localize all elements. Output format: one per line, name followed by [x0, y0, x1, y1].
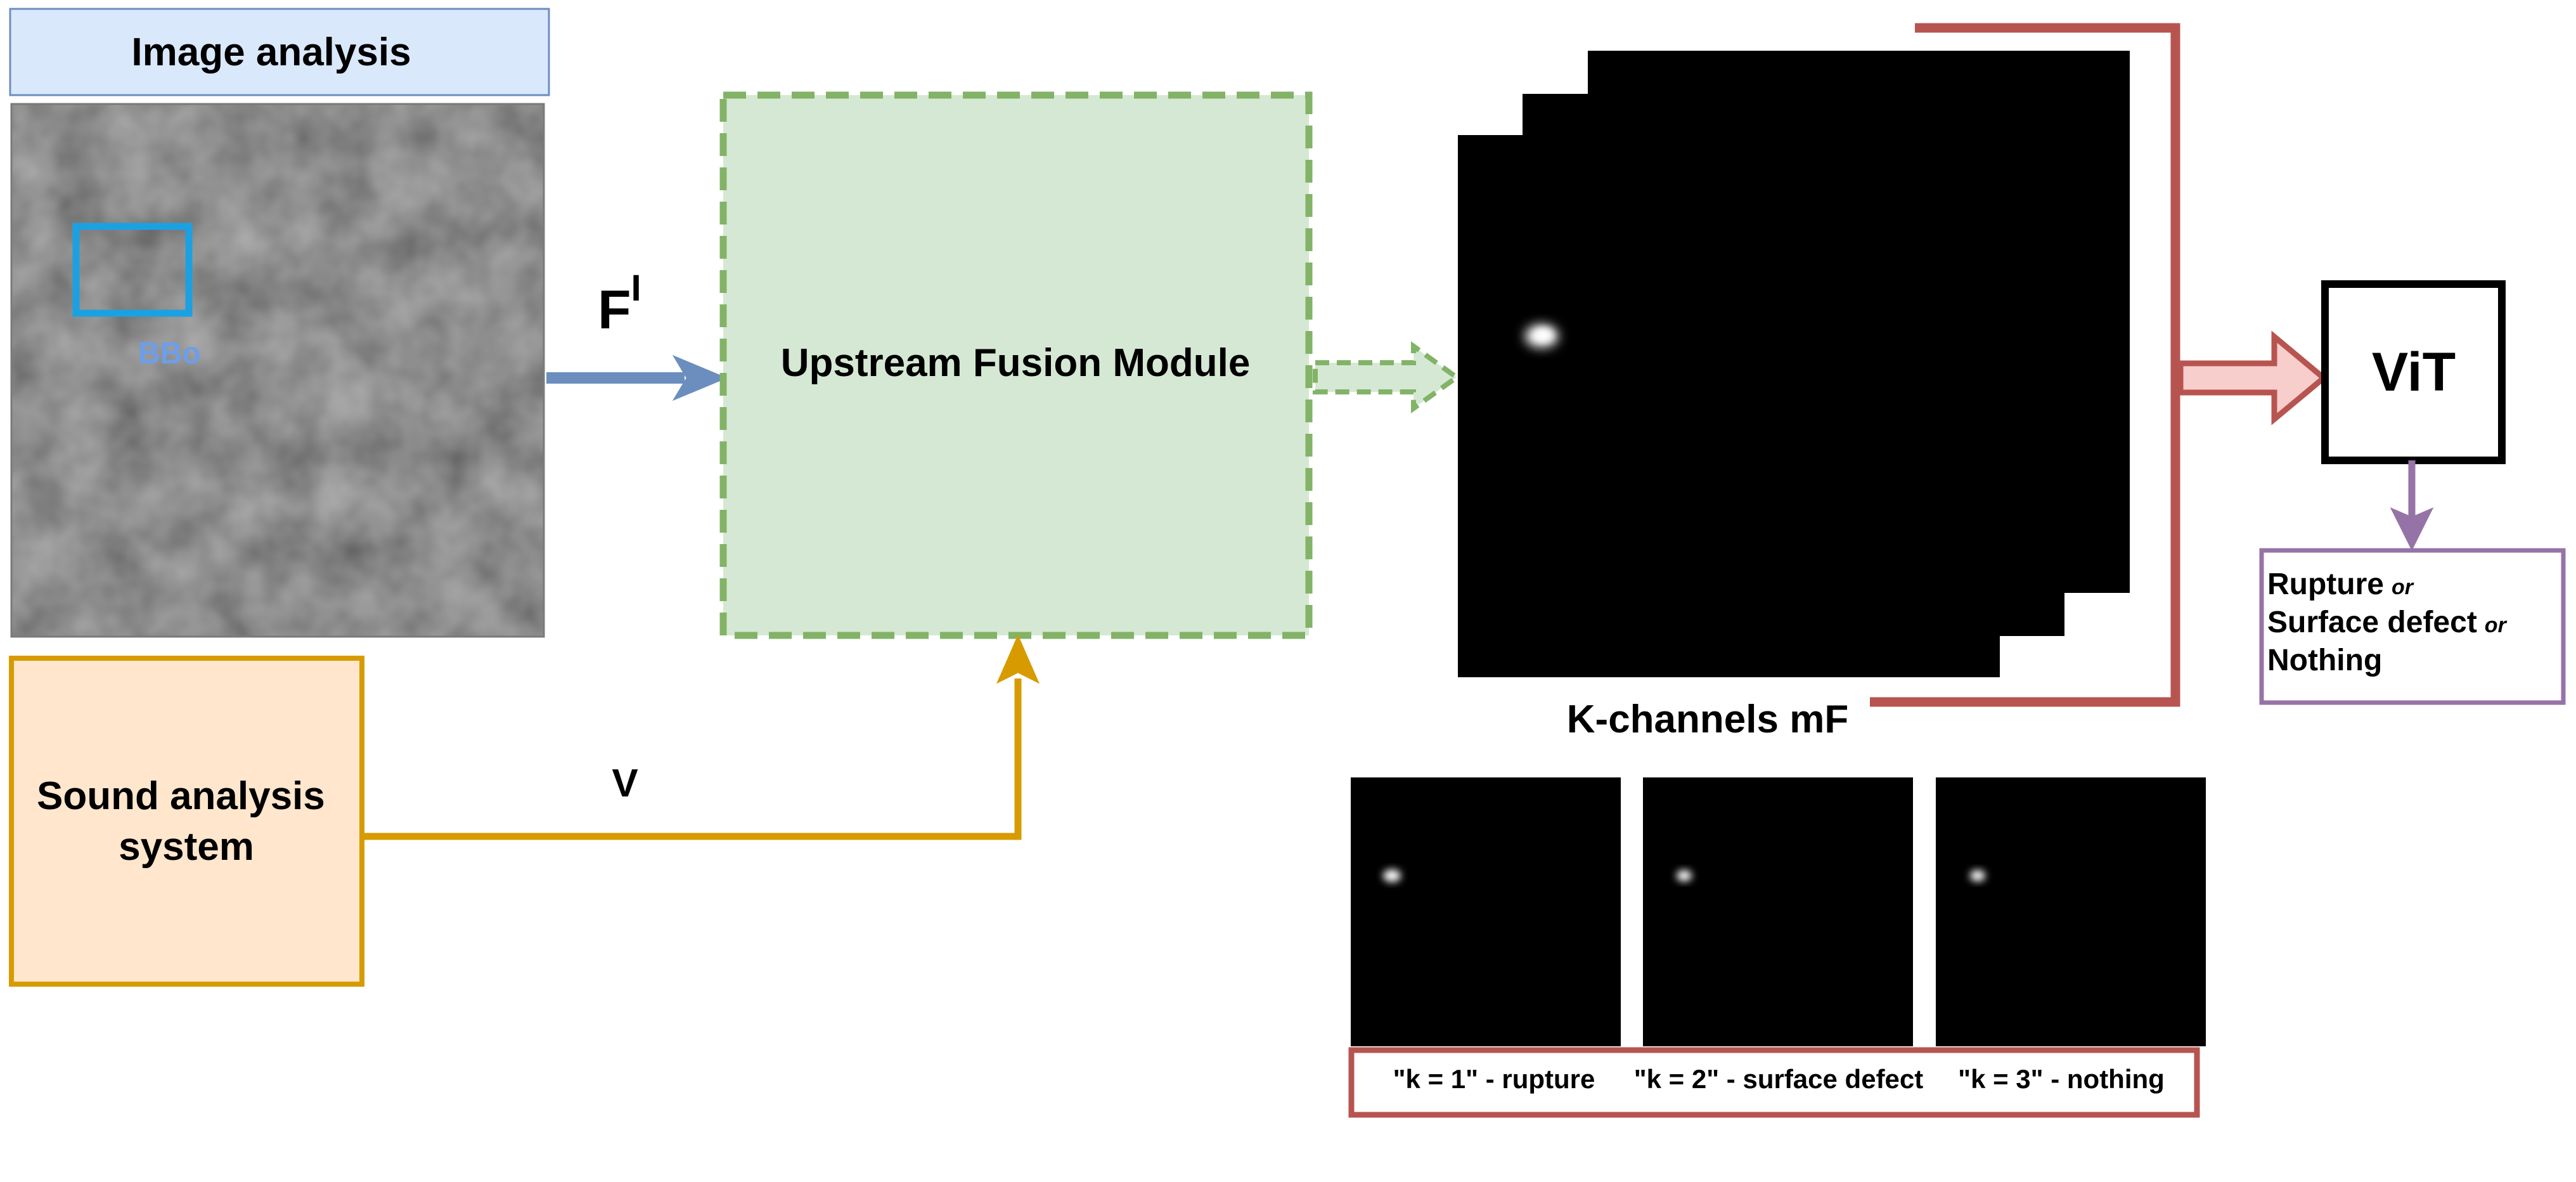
class-k3-label: "k = 3" - nothing [1958, 1064, 2165, 1094]
output-box [2259, 548, 2566, 705]
input-image [10, 103, 545, 638]
channel-k1-spot [1383, 869, 1401, 882]
output-label: Rupture or Surface defect or Nothing [2267, 568, 2515, 677]
fusion-output-arrow [1313, 341, 1461, 413]
channel-k2 [1643, 777, 1913, 1046]
fusion-module-label: Upstream Fusion Module [781, 341, 1251, 385]
feature-label-main: F [598, 280, 631, 341]
class-label-box [1348, 1047, 2200, 1118]
channel-k2-spot [1677, 870, 1692, 881]
class-k1-label: "k = 1" - rupture [1393, 1064, 1595, 1094]
vit-box [2321, 280, 2506, 464]
output-or-1: or [2392, 575, 2414, 599]
feature-label: FI [598, 268, 641, 341]
sound-analysis-line2: system [119, 825, 254, 869]
output-rupture: Rupture [2267, 568, 2384, 601]
output-nothing: Nothing [2267, 644, 2382, 677]
sound-vector-arrow [362, 679, 1022, 840]
class-k2-label: "k = 2" - surface defect [1634, 1064, 1924, 1094]
output-surface-defect: Surface defect [2267, 606, 2477, 639]
image-analysis-title-box [9, 8, 550, 96]
output-or-2: or [2485, 613, 2508, 637]
fusion-module-box [719, 91, 1313, 639]
sound-analysis-line1: Sound analysis [37, 774, 325, 818]
channel-front [1458, 135, 2000, 677]
channel-stack [1458, 51, 2130, 677]
channel-spot-core [1535, 329, 1552, 341]
vit-label: ViT [2372, 342, 2456, 403]
bounding-box [72, 223, 193, 317]
channel-k3 [1936, 777, 2206, 1046]
channels-label: K-channels mF [1567, 698, 1848, 741]
sound-analysis-box [9, 656, 364, 987]
channel-k3-spot [1970, 870, 1985, 881]
bounding-box-label: BBo [138, 337, 201, 370]
sound-analysis-label: Sound analysis system [37, 774, 336, 869]
feature-arrow-head [672, 354, 728, 401]
channel-bracket [1870, 23, 2180, 707]
channel-k1 [1351, 777, 1621, 1046]
image-analysis-title: Image analysis [131, 30, 411, 74]
vit-input-arrow [2177, 330, 2329, 425]
sound-vector-arrow-head [996, 634, 1040, 684]
feature-label-sup: I [631, 268, 641, 309]
output-arrow-head [2390, 507, 2434, 551]
sound-vector-label: V [612, 762, 638, 805]
